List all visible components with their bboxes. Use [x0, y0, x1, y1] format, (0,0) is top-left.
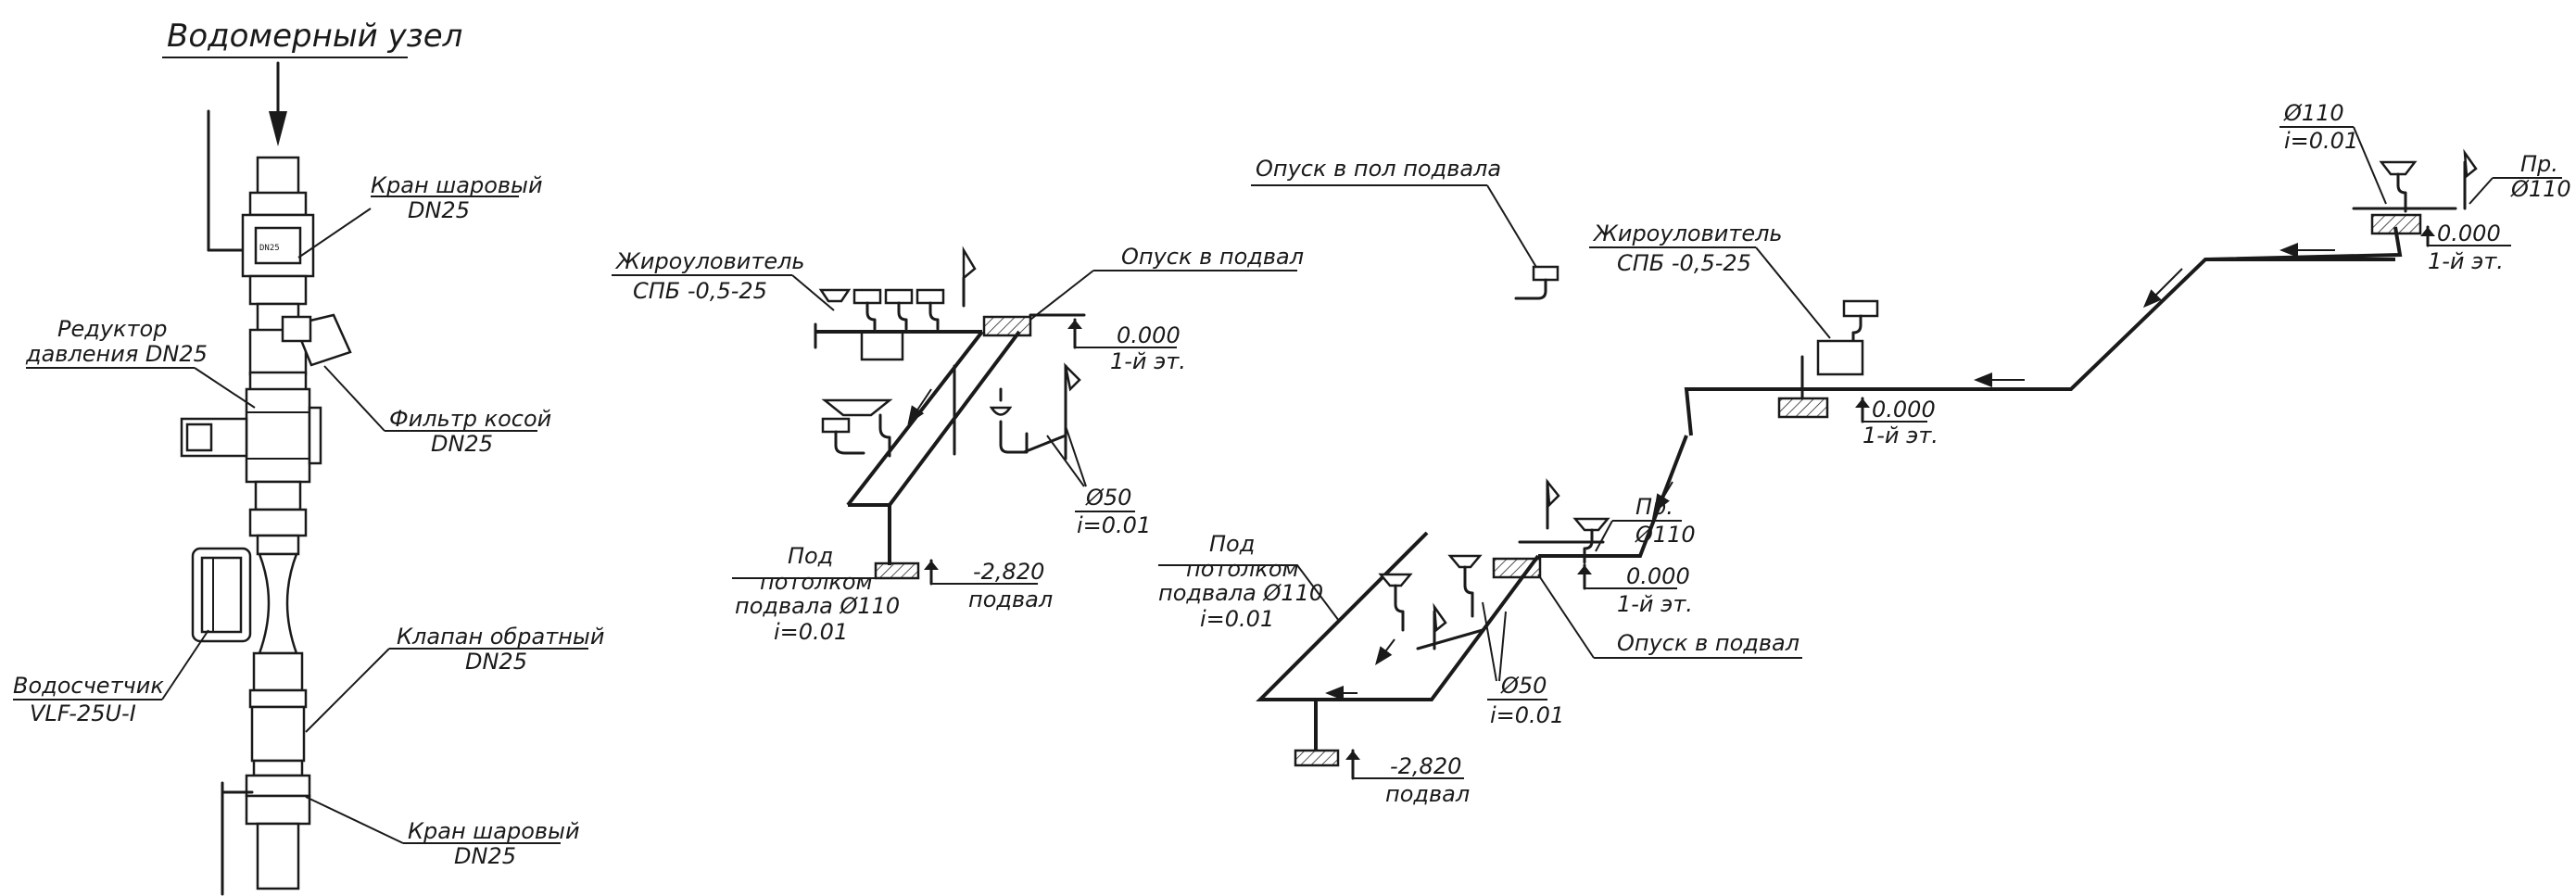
label-grease-trap-right-2: СПБ -0,5-25: [1617, 250, 1751, 276]
label-ceiling-mid-1: Под: [788, 543, 833, 569]
label-low-level-1: 0.000: [1626, 563, 1690, 589]
label-ceiling-right-4: i=0.01: [1200, 606, 1274, 632]
label-ceiling-right-1: Под: [1209, 531, 1255, 557]
label-top-level-2: 1-й эт.: [2428, 248, 2504, 274]
label-ball-valve-top-1: Кран шаровый: [371, 172, 543, 198]
basement-slab-right: [1294, 749, 1340, 767]
flow-arrow-right-2: [2142, 268, 2183, 309]
label-ceiling-right-2: потолком: [1186, 556, 1299, 582]
label-low-pr-2: Ø110: [1635, 522, 1696, 548]
drain-icon: [989, 406, 1013, 416]
meter-unit-title: Водомерный узел: [167, 18, 462, 55]
label-top-pr-1: Пр.: [2520, 151, 2558, 177]
washbasin-icon: [821, 398, 893, 417]
meter-body: [258, 552, 298, 655]
floor-slab-mid: [982, 315, 1032, 337]
ball-valve-bottom: [221, 781, 311, 896]
label-ball-valve-bottom-2: DN25: [454, 843, 516, 869]
label-grease-trap-mid-1: Жироуловитель: [614, 248, 805, 274]
sink-icon: [818, 288, 852, 303]
union-1: [248, 274, 308, 306]
grease-trap-icon-right: [1816, 339, 1864, 376]
valve-marking: DN25: [259, 244, 280, 253]
pipe-mid-right: [1538, 435, 1688, 558]
label-basement-mid-1: -2,820: [973, 559, 1044, 585]
label-meter-2: VLF-25U-I: [30, 700, 136, 726]
fixtures-lower-mid: [821, 362, 1081, 461]
label-check-valve-1: Клапан обратный: [397, 624, 604, 650]
oblique-filter: [248, 313, 352, 376]
nut-top: [248, 191, 308, 217]
flow-arrow-right-4: [1653, 481, 1673, 513]
label-basement-mid-2: подвал: [968, 587, 1053, 612]
pipe-segment-bottom: [256, 822, 300, 890]
label-ceiling-mid-4: i=0.01: [774, 619, 848, 645]
floor-drain-icon: [1532, 265, 1559, 282]
sink-icon-top: [2379, 160, 2418, 176]
flow-arrow-right-6: [1375, 638, 1395, 665]
inlet-arrowhead: [269, 111, 287, 146]
label-pipe-mid-1: Ø50: [1085, 485, 1131, 511]
label-mid-level-2: 1-й эт.: [1863, 423, 1938, 448]
label-ceiling-mid-3: подвала Ø110: [735, 593, 900, 619]
label-riser-right: Опуск в подвал: [1617, 630, 1799, 656]
label-mid-level-1: 0.000: [1872, 397, 1936, 423]
sink-icon-diag-2: [1447, 554, 1483, 569]
water-meter: [191, 547, 298, 655]
union-3: [252, 651, 304, 692]
reducer-body: [245, 387, 311, 484]
ball-valve-top: DN25: [207, 109, 315, 278]
label-meter-1: Водосчетчик: [13, 673, 164, 699]
label-basement-right-1: -2,820: [1390, 753, 1461, 779]
label-reducer-1: Редуктор: [57, 316, 167, 342]
label-ceiling-right-3: подвала Ø110: [1158, 580, 1323, 606]
label-check-valve-2: DN25: [465, 649, 527, 675]
label-reducer-2: давления DN25: [25, 341, 208, 367]
label-ball-valve-bottom-1: Кран шаровый: [408, 818, 580, 844]
label-level-mid-1: 0.000: [1117, 322, 1181, 348]
pipe-diagonal-right: [1256, 531, 1540, 701]
label-riser-mid: Опуск в подвал: [1121, 244, 1304, 270]
label-low-level-2: 1-й эт.: [1617, 591, 1693, 617]
label-ceiling-mid-2: потолком: [760, 569, 873, 595]
label-pipe-mid-2: i=0.01: [1077, 512, 1151, 538]
label-filter-2: DN25: [431, 431, 493, 457]
label-floor-drain: Опуск в пол подвала: [1256, 156, 1501, 182]
label-top-pr-2: Ø110: [2510, 176, 2571, 202]
label-pipe-right-1: Ø50: [1500, 673, 1547, 699]
label-grease-trap-right-1: Жироуловитель: [1592, 221, 1783, 246]
label-ball-valve-top-2: DN25: [408, 197, 470, 223]
sewer-scheme-middle: Жироуловитель СПБ -0,5-25: [612, 244, 1304, 645]
label-basement-right-2: подвал: [1385, 781, 1470, 807]
ball-valve-bottom-body: [245, 794, 311, 826]
floor-slab-top-right: [2370, 213, 2422, 235]
fixtures-row-mid: [814, 246, 982, 361]
label-grease-trap-mid-2: СПБ -0,5-25: [633, 278, 767, 304]
pipe-upper-right: [1684, 258, 2242, 436]
pressure-reducer: [180, 371, 322, 484]
floor-slab-mid-right: [1777, 397, 1829, 419]
water-meter-unit: Водомерный узел DN25: [13, 18, 604, 896]
sewer-scheme-right: Опуск в пол подвала Жироуловитель СПБ -0…: [1158, 100, 2571, 807]
sink-icon-low: [1572, 517, 1610, 532]
label-top-pipe-2: i=0.01: [2284, 128, 2358, 154]
sink-icon-diag-1: [1378, 573, 1413, 587]
flow-arrow-mid: [907, 388, 932, 425]
check-valve-body: [250, 705, 306, 763]
pipe-segment-top: [256, 156, 300, 196]
label-top-pipe-1: Ø110: [2283, 100, 2344, 126]
sink-icon-right: [1842, 299, 1879, 318]
label-level-mid-2: 1-й эт.: [1110, 348, 1186, 374]
label-pipe-right-2: i=0.01: [1490, 702, 1564, 728]
basement-slab-mid: [874, 562, 920, 580]
label-filter-1: Фильтр косой: [389, 406, 551, 432]
label-top-level-1: 0.000: [2437, 221, 2501, 246]
floor-slab-low-right: [1492, 557, 1542, 579]
label-low-pr-1: Пр.: [1635, 494, 1673, 520]
grease-trap-icon-mid: [860, 330, 904, 361]
union-2: [248, 508, 308, 537]
